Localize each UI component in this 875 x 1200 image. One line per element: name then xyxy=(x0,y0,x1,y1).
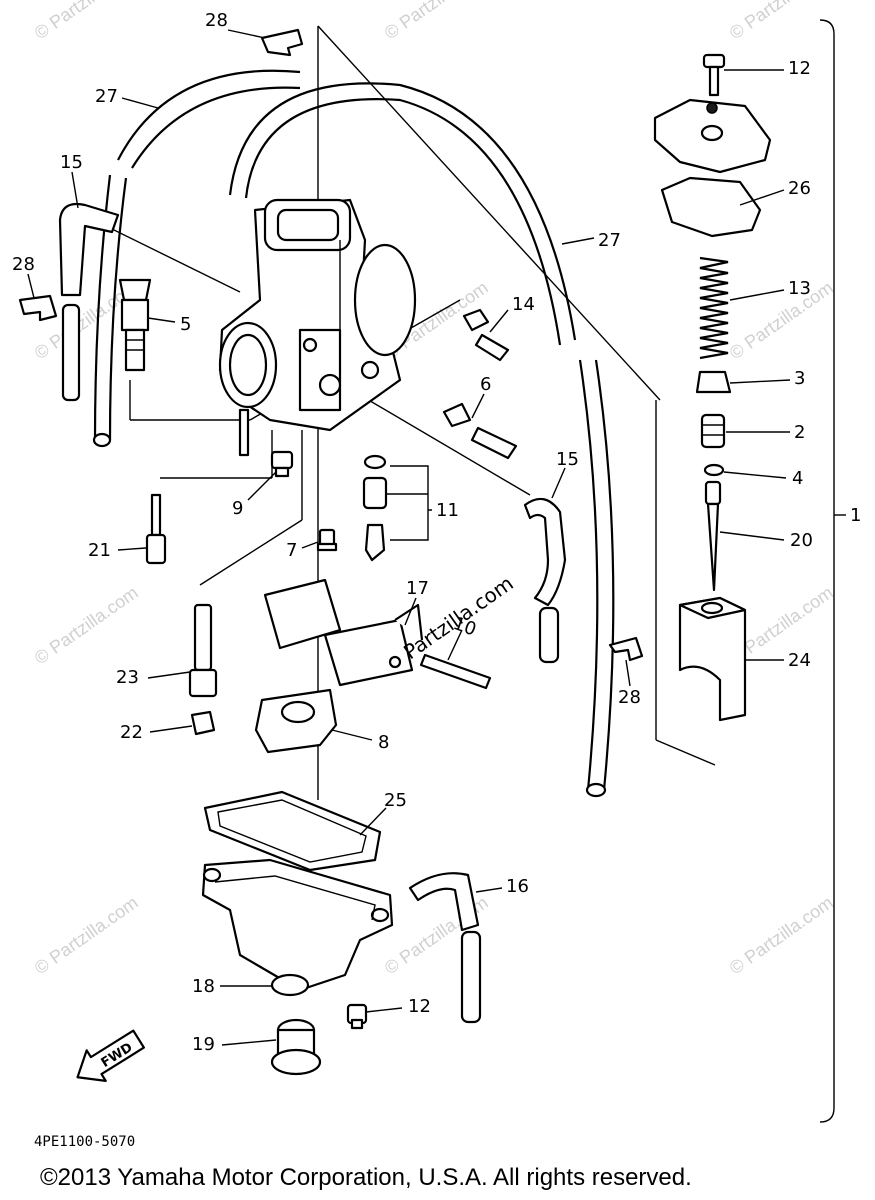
diagram-code: 4PE1100-5070 xyxy=(34,1134,135,1150)
needle-jet-23 xyxy=(188,603,218,698)
callout-4: 4 xyxy=(792,468,803,489)
clip-28-left xyxy=(18,294,58,322)
callout-3: 3 xyxy=(794,368,805,389)
watermark: © Partzilla.com xyxy=(31,0,142,43)
callout-26: 26 xyxy=(788,178,811,199)
pilot-jet-21 xyxy=(145,493,167,565)
callout-16: 16 xyxy=(506,876,529,897)
callout-13: 13 xyxy=(788,278,811,299)
clip-holder-2 xyxy=(700,413,726,449)
screw-12-bottom xyxy=(346,1003,368,1030)
callout-18: 18 xyxy=(192,976,215,997)
callout-9: 9 xyxy=(232,498,243,519)
fwd-arrow-icon: FWD xyxy=(76,1029,145,1082)
clip-4 xyxy=(703,463,725,477)
callout-22: 22 xyxy=(120,722,143,743)
callout-2: 2 xyxy=(794,422,805,443)
callout-28-left: 28 xyxy=(12,254,35,275)
float-bowl xyxy=(201,858,394,992)
callout-20: 20 xyxy=(790,530,813,551)
callout-24: 24 xyxy=(788,650,811,671)
main-jet-22 xyxy=(190,710,216,736)
callout-21: 21 xyxy=(88,540,111,561)
copyright-text: ©2013 Yamaha Motor Corporation, U.S.A. A… xyxy=(40,1164,692,1191)
callout-11: 11 xyxy=(436,500,459,521)
callout-17: 17 xyxy=(406,578,429,599)
throttle-valve-24 xyxy=(678,596,747,722)
holder-3 xyxy=(695,370,732,394)
callout-12-bottom: 12 xyxy=(408,996,431,1017)
starter-plunger-5 xyxy=(118,278,152,372)
needle-20 xyxy=(704,480,722,592)
callout-28-right: 28 xyxy=(618,687,641,708)
callout-27-right: 27 xyxy=(598,230,621,251)
carburetor-body xyxy=(218,198,417,457)
drain-plug-19 xyxy=(270,1018,322,1076)
gasket-25 xyxy=(203,790,382,872)
screw-14 xyxy=(462,308,510,362)
callout-19: 19 xyxy=(192,1034,215,1055)
callout-15-right: 15 xyxy=(556,449,579,470)
callout-6: 6 xyxy=(480,374,491,395)
callout-8: 8 xyxy=(378,732,389,753)
gasket-26 xyxy=(660,176,762,238)
watermark: © Partzilla.com xyxy=(31,892,142,978)
callout-15-left: 15 xyxy=(60,152,83,173)
float-17 xyxy=(263,578,424,687)
watermark: © Partzilla.com xyxy=(381,0,492,43)
bolt-9 xyxy=(270,450,294,478)
watermark: © Partzilla.com xyxy=(31,582,142,668)
assembly-bracket xyxy=(819,19,835,1123)
screw-6 xyxy=(442,402,518,460)
watermark: © Partzilla.com xyxy=(726,892,837,978)
clip-28-right xyxy=(608,636,644,662)
screw-12-top xyxy=(702,53,726,97)
elbow-hose-15-right xyxy=(523,497,567,664)
top-cap xyxy=(653,98,772,174)
hose-left-long xyxy=(92,174,128,448)
elbow-hose-15-left xyxy=(58,202,120,402)
baffle-8 xyxy=(254,688,338,754)
spring-13 xyxy=(699,256,729,360)
hose-27-left xyxy=(117,69,301,169)
pin-10 xyxy=(419,653,492,690)
callout-1: 1 xyxy=(850,505,861,526)
o-ring-18 xyxy=(270,973,310,997)
clip-28-top xyxy=(260,28,304,57)
watermark: © Partzilla.com xyxy=(726,0,837,43)
callout-7: 7 xyxy=(286,540,297,561)
drain-hose-16 xyxy=(408,872,482,1024)
jet-11 xyxy=(362,454,388,562)
callout-25: 25 xyxy=(384,790,407,811)
callout-12-top: 12 xyxy=(788,58,811,79)
callout-5: 5 xyxy=(180,314,191,335)
callout-27-left: 27 xyxy=(95,86,118,107)
callout-28-top: 28 xyxy=(205,10,228,31)
bolt-7 xyxy=(316,528,338,552)
hose-27-right xyxy=(228,82,615,798)
callout-23: 23 xyxy=(116,667,139,688)
callout-14: 14 xyxy=(512,294,535,315)
